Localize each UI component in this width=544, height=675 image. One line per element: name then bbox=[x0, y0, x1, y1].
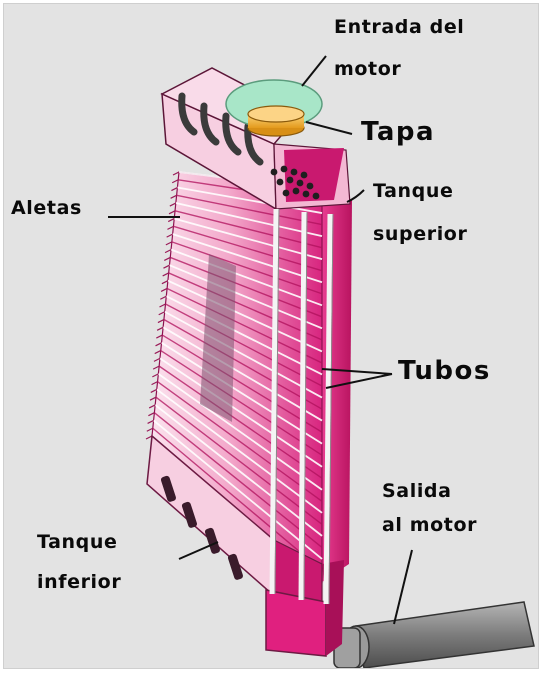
label-tubos: Tubos bbox=[398, 358, 491, 384]
fin-edge bbox=[152, 382, 158, 385]
outlet-hose bbox=[334, 602, 534, 668]
radiator-cap bbox=[248, 106, 304, 136]
fin-edge bbox=[147, 428, 153, 431]
fin-edge bbox=[163, 265, 169, 268]
fin-edge bbox=[161, 288, 167, 291]
fin-edge bbox=[154, 358, 160, 361]
fin-edge bbox=[165, 250, 171, 253]
fin-edge bbox=[151, 389, 157, 392]
fin-edge bbox=[148, 420, 154, 423]
radiator-diagram bbox=[4, 4, 539, 669]
fin-edge bbox=[149, 405, 155, 408]
fin-edge bbox=[155, 351, 161, 354]
fin-edge bbox=[166, 242, 172, 245]
fin-edge bbox=[167, 226, 173, 229]
fin-edge bbox=[168, 219, 174, 222]
fin-edge bbox=[159, 312, 165, 315]
label-tapa: Tapa bbox=[361, 119, 435, 145]
fin-edge bbox=[153, 366, 159, 369]
label-salida-line1: Salida bbox=[382, 482, 452, 501]
fin-edge bbox=[173, 172, 179, 175]
label-entrada-line2: motor bbox=[334, 60, 401, 79]
fin-edge bbox=[160, 304, 166, 307]
fin-edge bbox=[171, 188, 177, 191]
fin-edge bbox=[164, 257, 170, 260]
fin-edge bbox=[167, 234, 173, 237]
diagram-panel: Entrada del motor Tapa Tanque superior A… bbox=[3, 3, 539, 669]
label-aletas: Aletas bbox=[11, 199, 82, 218]
fin-edge bbox=[156, 335, 162, 338]
label-tanque-superior-line2: superior bbox=[373, 225, 467, 244]
label-tanque-superior-line1: Tanque bbox=[373, 182, 453, 201]
fin-edge bbox=[157, 327, 163, 330]
fin-edge bbox=[160, 296, 166, 299]
fin-edge bbox=[163, 273, 169, 276]
fin-edge bbox=[169, 211, 175, 214]
label-tanque-inferior-line1: Tanque bbox=[37, 533, 117, 552]
fin-edge bbox=[150, 397, 156, 400]
fin-edge bbox=[152, 374, 158, 377]
fin-edge bbox=[158, 320, 164, 323]
fin-edge bbox=[148, 413, 154, 416]
fin-edge bbox=[172, 180, 178, 183]
label-salida-line2: al motor bbox=[382, 516, 477, 535]
fin-edge bbox=[170, 203, 176, 206]
label-tanque-inferior-line2: inferior bbox=[37, 573, 121, 592]
fin-edge bbox=[171, 195, 177, 198]
label-entrada-line1: Entrada del bbox=[334, 18, 464, 37]
fin-edge bbox=[156, 343, 162, 346]
fin-edge bbox=[162, 281, 168, 284]
